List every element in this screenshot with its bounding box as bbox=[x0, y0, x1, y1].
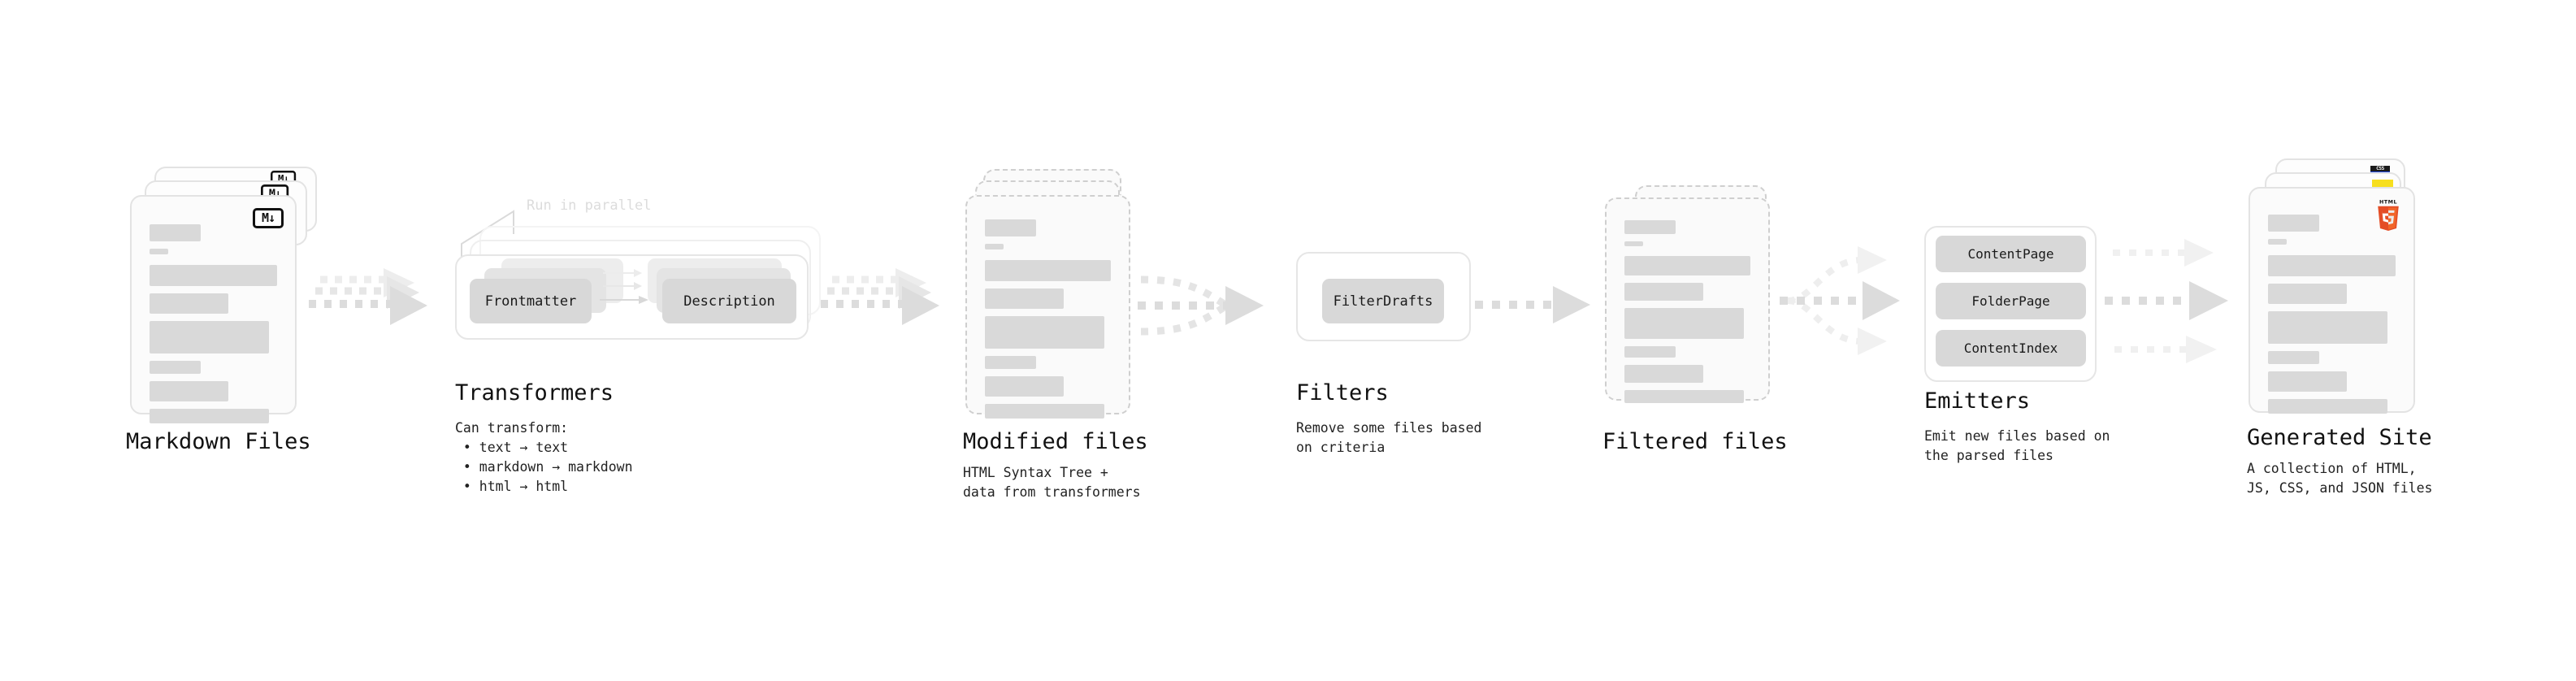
skeleton-bar bbox=[150, 293, 228, 314]
skeleton-bar bbox=[1624, 346, 1676, 358]
markdown-card-front: M↓ bbox=[130, 195, 297, 423]
stage-title-emitters: Emitters bbox=[1924, 388, 2031, 414]
stage-title-filters: Filters bbox=[1296, 380, 1389, 406]
skeleton-bar bbox=[985, 260, 1111, 281]
filter-pill-filterdrafts[interactable]: FilterDrafts bbox=[1322, 279, 1444, 323]
skeleton-bar bbox=[2268, 215, 2319, 232]
skeleton-bar bbox=[985, 219, 1036, 236]
emitter-pill-contentindex-label: ContentIndex bbox=[1963, 340, 2058, 356]
transformer-pill-description-label: Description bbox=[683, 293, 775, 310]
connector-md-to-transformers bbox=[309, 268, 427, 325]
skeleton-bar bbox=[1624, 365, 1703, 383]
skeleton-bar bbox=[150, 249, 168, 254]
stage-caption-transformers: Can transform: • text → text • markdown … bbox=[455, 420, 633, 494]
skeleton-bar bbox=[985, 376, 1064, 397]
skeleton-bar bbox=[1624, 283, 1703, 301]
emitter-pill-folderpage-label: FolderPage bbox=[1971, 293, 2050, 309]
skeleton-bar bbox=[150, 265, 277, 286]
skeleton-bar bbox=[2268, 351, 2319, 364]
stage-title-modified-files: Modified files bbox=[963, 429, 1148, 454]
skeleton-bar bbox=[1624, 241, 1643, 246]
connector-transformers-to-modified bbox=[821, 268, 939, 325]
stage-title-filtered-files: Filtered files bbox=[1602, 429, 1788, 454]
connector-emitters-to-site bbox=[2105, 239, 2228, 363]
svg-text:HTML: HTML bbox=[2379, 198, 2397, 205]
stage-title-markdown-files: Markdown Files bbox=[126, 429, 311, 454]
stage-title-generated-site: Generated Site bbox=[2247, 425, 2432, 450]
skeleton-bar bbox=[2268, 255, 2396, 276]
emitter-pill-contentindex[interactable]: ContentIndex bbox=[1936, 330, 2086, 367]
connector-filters-to-filtered bbox=[1475, 286, 1590, 323]
skeleton-bar bbox=[1624, 390, 1744, 403]
transformer-inner-arrows bbox=[600, 269, 648, 304]
html5-badge-icon: HTML bbox=[2378, 198, 2399, 232]
markdown-badge-icon: M↓ bbox=[253, 208, 284, 228]
connector-modified-to-filters bbox=[1138, 275, 1264, 336]
emitter-pill-contentpage[interactable]: ContentPage bbox=[1936, 236, 2086, 272]
generated-card-front: HTML bbox=[2249, 187, 2415, 414]
connector-filtered-to-emitters bbox=[1780, 246, 1900, 355]
stage-caption-modified-files: HTML Syntax Tree + data from transformer… bbox=[963, 465, 1141, 500]
filtered-card-front bbox=[1605, 197, 1770, 403]
skeleton-bar bbox=[985, 244, 1004, 249]
skeleton-bar bbox=[150, 321, 269, 354]
emitter-pill-folderpage[interactable]: FolderPage bbox=[1936, 283, 2086, 319]
run-in-parallel-label: Run in parallel bbox=[527, 197, 652, 214]
skeleton-bar bbox=[2268, 399, 2387, 414]
skeleton-bar bbox=[985, 316, 1104, 349]
skeleton-bar bbox=[1624, 256, 1750, 275]
skeleton-bar bbox=[2268, 284, 2347, 304]
stage-caption-filters: Remove some files based on criteria bbox=[1296, 420, 1482, 455]
skeleton-bar bbox=[985, 356, 1036, 369]
stage-caption-emitters: Emit new files based on the parsed files bbox=[1924, 428, 2110, 463]
skeleton-bar bbox=[2268, 239, 2287, 245]
skeleton-bar bbox=[985, 288, 1064, 309]
transformer-pill-description[interactable]: Description bbox=[662, 279, 796, 323]
modified-card-front bbox=[965, 195, 1130, 419]
skeleton-bar bbox=[1624, 308, 1744, 339]
transformer-pill-frontmatter[interactable]: Frontmatter bbox=[470, 279, 592, 323]
skeleton-bar bbox=[150, 361, 201, 374]
stage-title-transformers: Transformers bbox=[455, 380, 614, 406]
skeleton-bar bbox=[150, 224, 201, 241]
filter-pill-filterdrafts-label: FilterDrafts bbox=[1333, 293, 1433, 310]
emitter-pill-contentpage-label: ContentPage bbox=[1967, 246, 2054, 262]
stage-caption-generated-site: A collection of HTML, JS, CSS, and JSON … bbox=[2247, 461, 2433, 496]
skeleton-bar bbox=[150, 381, 228, 401]
skeleton-bar bbox=[2268, 311, 2387, 344]
skeleton-bar bbox=[150, 409, 269, 423]
transformer-pill-frontmatter-label: Frontmatter bbox=[484, 293, 577, 310]
skeleton-bar bbox=[985, 404, 1104, 419]
skeleton-bar bbox=[2268, 371, 2347, 392]
skeleton-bar bbox=[1624, 220, 1676, 234]
